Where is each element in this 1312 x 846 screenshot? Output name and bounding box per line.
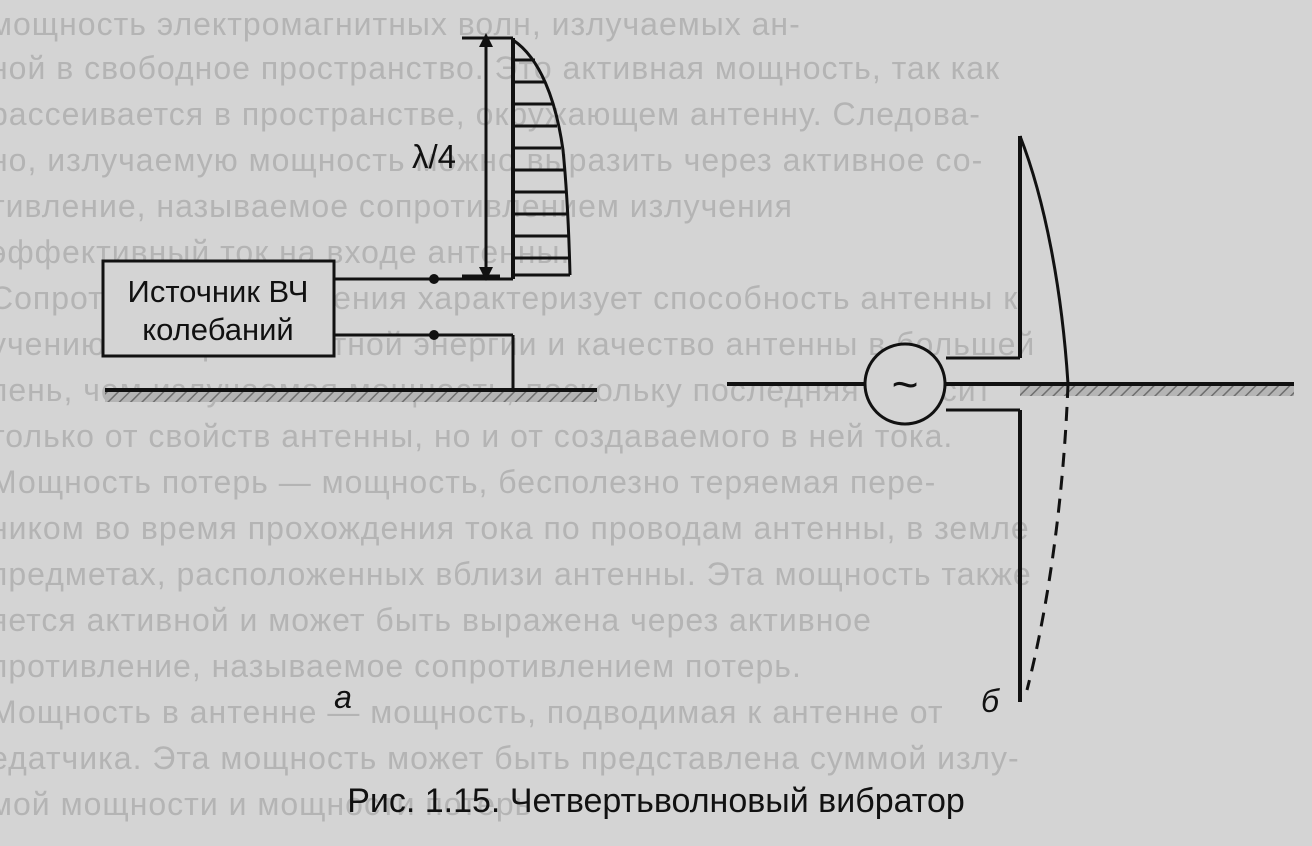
sublabel-a: а — [334, 679, 352, 715]
ground-plane-b — [727, 382, 1294, 396]
feed-wires-b — [946, 356, 1020, 412]
dimension-quarter-wave — [462, 33, 513, 281]
hf-source-label-line2: колебаний — [142, 312, 294, 347]
current-distribution-a — [512, 38, 572, 277]
feed-terminal-upper — [429, 274, 439, 284]
hf-source-label-line1: Источник ВЧ — [128, 274, 309, 309]
feed-terminal-lower — [429, 330, 439, 340]
current-curve-image — [1025, 383, 1070, 691]
hf-source-box — [101, 259, 336, 358]
feed-lines-a — [334, 277, 515, 390]
ground-plane-a — [105, 388, 597, 402]
dimension-label: λ/4 — [412, 138, 456, 175]
diagram-part-a: Источник ВЧ колебаний — [101, 33, 597, 715]
generator-symbol: ~ — [892, 358, 919, 410]
current-curve-upper — [1018, 135, 1070, 385]
diagram-part-b: ~ б — [727, 135, 1294, 719]
figure-caption: Рис. 1.15. Четвертьволновый вибратор — [0, 782, 1312, 821]
sublabel-b: б — [981, 683, 1000, 719]
generator-symbol-circle — [863, 342, 947, 426]
figure-caption-text: Рис. 1.15. Четвертьволновый вибратор — [347, 782, 965, 820]
